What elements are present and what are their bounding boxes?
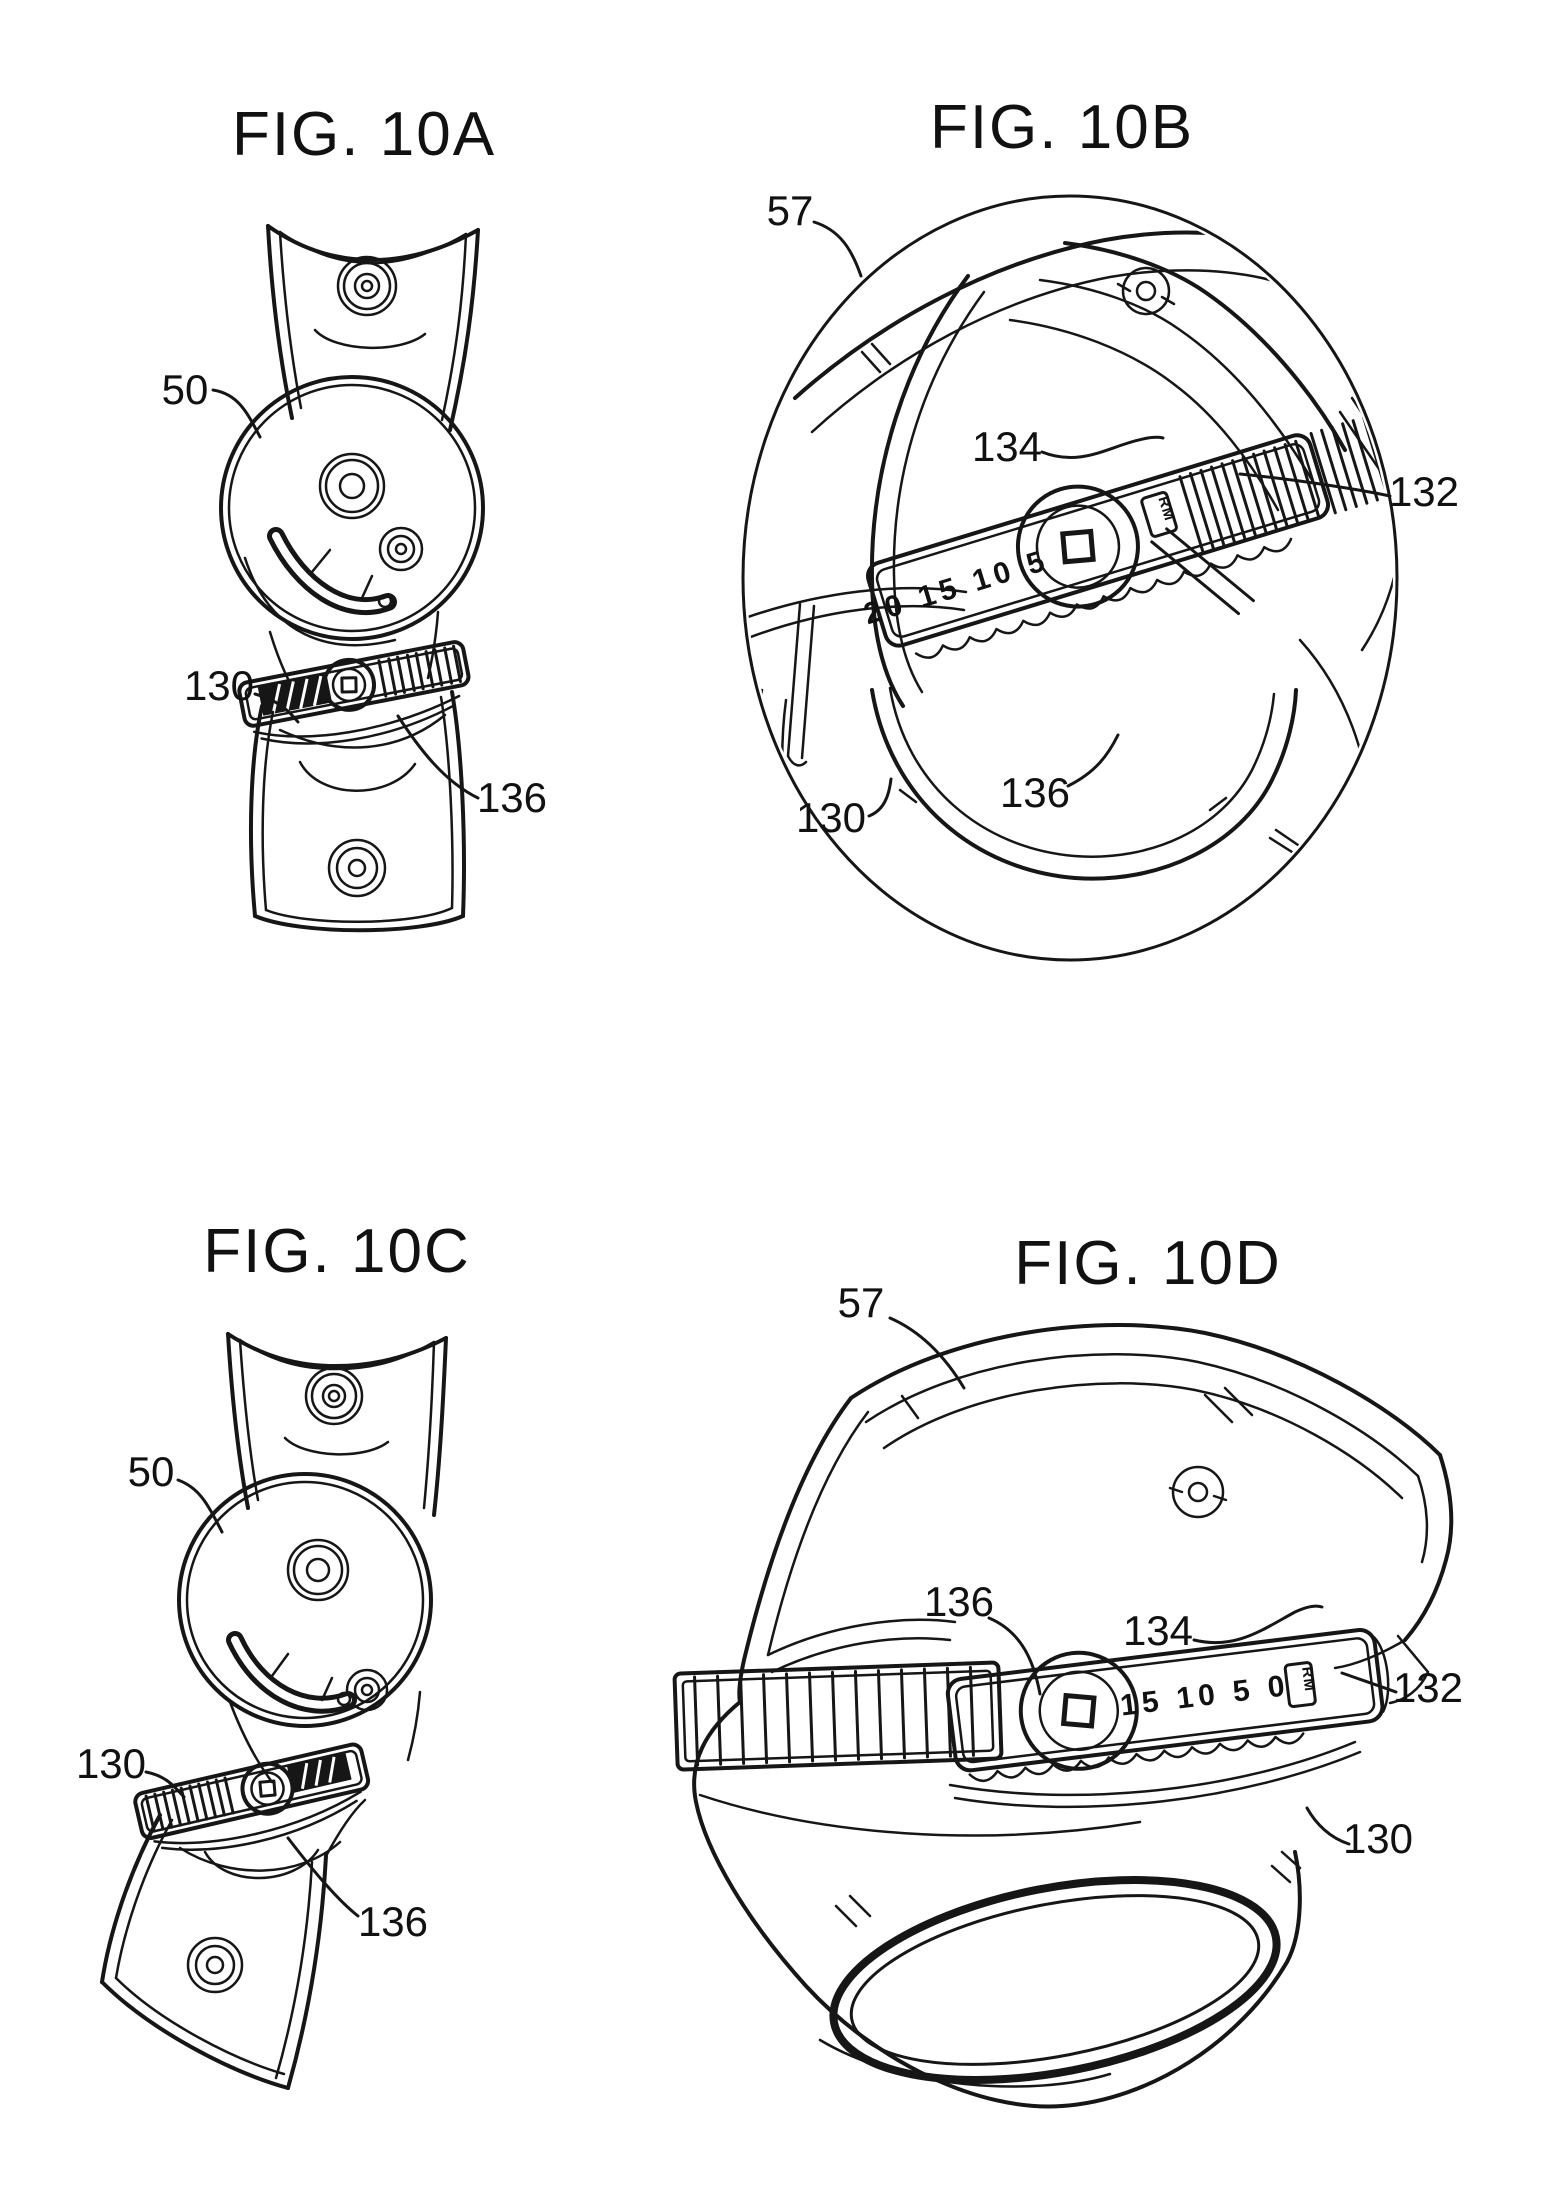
fig10d-scale-numbers: 15 10 5 0 [1118,1669,1291,1722]
fig10d-dial [1018,1650,1139,1771]
leader-line [144,1770,186,1799]
fig10d-ref-57: 57 [838,1279,885,1326]
fig10a-lower-cuff [248,690,466,933]
fig10b-left-edge [747,274,986,852]
leader-line [176,1478,224,1534]
fig10a-ref-50: 50 [162,366,209,413]
fig10b-ref-134: 134 [972,423,1042,470]
fig10b-dial-marking: RM [1154,494,1178,523]
fig10d-ref-132: 132 [1393,1664,1463,1711]
leader-line [396,714,480,800]
leader-line [987,1616,1042,1696]
fig10d-upper-plate [737,1323,1454,1705]
fig10b-scale-numbers: 20 15 10 5 [860,544,1053,632]
fig10a-title: FIG. 10A [232,100,496,169]
fig10b-ref-132: 132 [1389,468,1459,515]
fig10b-group: FIG. 10B [741,93,1459,962]
fig10c-ref-50: 50 [128,1448,175,1495]
fig10d-lower-plate [692,1700,1302,2109]
fig10a-dial [322,657,377,712]
fig10a-strap-ribs [377,644,462,698]
leader-line [812,220,863,278]
fig10d-lower-strap-run [948,1740,1362,1809]
fig10b-ref-57: 57 [767,187,814,234]
fig10b-ratchet-assembly: 20 15 10 5 RM [860,412,1393,659]
fig10a-group: FIG. 10A [162,100,547,933]
leader-line [1238,472,1392,498]
fig10c-ref-136: 136 [358,1898,428,1945]
fig10c-hinge-disc [177,1472,433,1728]
fig10c-title: FIG. 10C [203,1217,471,1286]
leader-line [1066,733,1120,788]
fig10d-rack-teeth [968,1732,1305,1783]
fig10d-dial-marking: RM [1298,1666,1318,1693]
fig10a-ref-136: 136 [477,774,547,821]
fig10c-group: FIG. 10C [76,1217,471,2090]
fig10a-hinge-disc [219,375,485,647]
leader-line [1340,1671,1398,1694]
fig10c-ratchet-assembly [133,1742,371,1851]
fig10b-dial [1015,484,1140,609]
fig10c-upper-cuff [226,1332,448,1517]
fig10a-upper-cuff [266,224,480,432]
fig10c-neck [228,1690,422,1784]
leader-line [253,692,300,724]
leader-line [1305,1806,1351,1846]
fig10c-strap-ribs [144,1776,235,1833]
fig10d-title: FIG. 10D [1014,1229,1282,1298]
leader-line [1040,435,1165,460]
leader-line [867,777,893,818]
fig10d-ref-134: 134 [1123,1607,1193,1654]
fig10b-upper-plate [793,230,1358,512]
fig10b-ref-130: 130 [796,794,866,841]
fig10d-ribbed-strap [672,1660,1004,1772]
fig10d-ref-136: 136 [924,1578,994,1625]
fig10d-group: FIG. 10D [672,1229,1463,2109]
fig10c-lower-cuff [100,1798,367,2090]
fig10b-ref-136: 136 [1000,769,1070,816]
fig10d-strap-ribs [693,1665,975,1767]
fig10b-rack-teeth [914,537,1293,659]
fig10d-ref-130: 130 [1343,1815,1413,1862]
fig10c-ref-130: 130 [76,1740,146,1787]
fig10a-ref-130: 130 [184,662,254,709]
leader-line [286,1836,360,1918]
fig10b-detail-boundary [741,194,1399,962]
leader-line [211,388,262,439]
fig10b-lower-plate [870,396,1393,881]
leader-line [1192,1604,1324,1645]
fig10b-title: FIG. 10B [930,93,1194,162]
fig10a-ratchet-assembly [237,640,471,745]
leader-line [888,1316,966,1390]
